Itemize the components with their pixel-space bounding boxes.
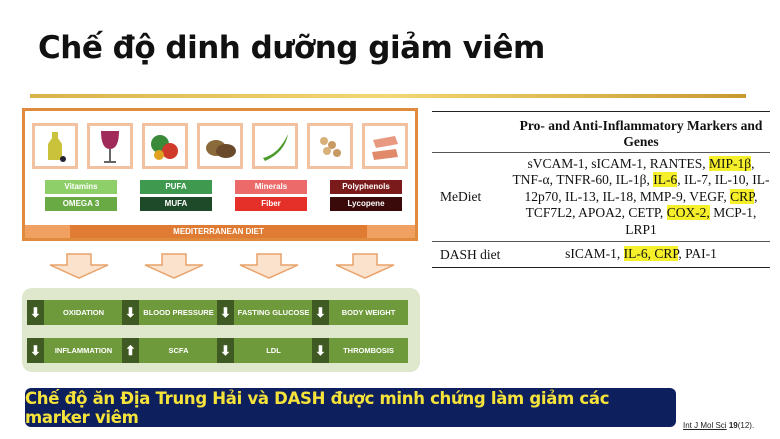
mediterranean-banner: MEDITERRANEAN DIET (25, 225, 415, 238)
markers-list: sICAM-1, IL-6, CRP, PAI-1 (512, 246, 770, 263)
bread-image (197, 123, 243, 169)
vegetables-image (142, 123, 188, 169)
highlighted-marker: IL-6 (653, 172, 678, 188)
down-arrow-icon (49, 253, 109, 279)
caption-banner: Chế độ ăn Địa Trung Hải và DASH được min… (25, 388, 676, 427)
effect-label: INFLAMMATION (54, 346, 113, 355)
arrow-down-icon: ⬇ (122, 300, 139, 325)
fish-image (362, 123, 408, 169)
green-pea-image (252, 123, 298, 169)
nutrient-label: Lycopene (330, 197, 402, 211)
nutrient-label: PUFA (140, 180, 212, 194)
highlighted-marker: IL-6, CRP (623, 246, 679, 262)
down-arrow-icon (144, 253, 204, 279)
arrow-down-icon: ⬇ (312, 300, 329, 325)
title-divider (30, 94, 746, 98)
effect-item: ⬇ INFLAMMATION (27, 338, 123, 363)
red-wine-image (87, 123, 133, 169)
green-pea-icon (263, 134, 288, 161)
nutrient-label: Fiber (235, 197, 307, 211)
markers-table: Pro- and Anti-Inflammatory Markers and G… (432, 111, 770, 268)
effect-label: LDL (266, 346, 281, 355)
bread-icon (206, 140, 236, 158)
markers-list: sVCAM-1, sICAM-1, RANTES, MIP-1β, TNF-α,… (512, 155, 770, 239)
down-arrow-icon (239, 253, 299, 279)
fish-icon (372, 136, 398, 160)
table-row: DASH diet sICAM-1, IL-6, CRP, PAI-1 (432, 242, 770, 268)
olive-oil-icon (48, 132, 66, 162)
effect-label: SCFA (168, 346, 189, 355)
arrow-down-icon: ⬇ (312, 338, 329, 363)
effect-label: THROMBOSIS (343, 346, 394, 355)
marker-text: MCP-1, LRP1 (625, 205, 757, 237)
marker-text: sVCAM-1, sICAM-1, RANTES, (527, 155, 709, 171)
effect-label: BLOOD PRESSURE (143, 308, 214, 317)
citation-issue: (12). (737, 421, 755, 430)
arrow-up-icon: ⬆ (122, 338, 139, 363)
table-header-label: Pro- and Anti-Inflammatory Markers and G… (519, 118, 763, 149)
diet-name: DASH diet (440, 246, 501, 262)
effect-item: ⬇FASTING GLUCOSE (217, 300, 313, 325)
highlighted-marker: COX-2, (666, 205, 710, 221)
arrow-down-icon: ⬇ (27, 300, 44, 325)
marker-text: , TCF7L2, APOA2, CETP, (525, 188, 758, 221)
marker-text: , TNF-α, TNFR-60, IL-1β, (512, 155, 755, 188)
effect-item: ⬇ THROMBOSIS (312, 338, 408, 363)
effect-item: ⬇ LDL (217, 338, 313, 363)
arrow-down-icon: ⬇ (217, 338, 234, 363)
highlighted-marker: MIP-1β (709, 155, 752, 171)
nutrient-label: Minerals (235, 180, 307, 194)
arrow-down-icon: ⬇ (217, 300, 234, 325)
effects-panel: ⬇OXIDATION⬇BLOOD PRESSURE⬇FASTING GLUCOS… (22, 288, 420, 372)
highlighted-marker: CRP (730, 188, 755, 204)
vegetables-icon (151, 135, 178, 160)
effect-label: BODY WEIGHT (341, 308, 396, 317)
down-arrow-icon (335, 253, 395, 279)
banner-label: MEDITERRANEAN DIET (70, 225, 367, 238)
citation-journal[interactable]: Int J Mol Sci (683, 421, 727, 430)
nuts-icon (320, 137, 341, 157)
nuts-image (307, 123, 353, 169)
marker-text: , PAI-1 (678, 246, 717, 262)
effect-label: OXIDATION (62, 308, 105, 317)
nutrient-label: Polyphenols (330, 180, 402, 194)
effect-item: ⬇ OXIDATION (27, 300, 123, 325)
effect-item: ⬇ BLOOD PRESSURE (122, 300, 218, 325)
marker-text: sICAM-1, (565, 246, 624, 262)
citation-volume: 19 (728, 421, 738, 430)
nutrient-label: Vitamins (45, 180, 117, 194)
red-wine-icon (101, 131, 119, 163)
citation: Int J Mol Sci 19(12). (683, 421, 754, 430)
nutrient-label: OMEGA 3 (45, 197, 117, 211)
nutrient-label: MUFA (140, 197, 212, 211)
diet-name: MeDiet (440, 189, 482, 204)
effect-item: ⬆ SCFA (122, 338, 218, 363)
effect-label: FASTING GLUCOSE (237, 308, 310, 317)
arrow-down-icon: ⬇ (27, 338, 44, 363)
marker-text: , IL-7, IL-10, IL-12p70, IL-13, IL-18, M… (524, 172, 770, 204)
page-title: Chế độ dinh dưỡng giảm viêm (38, 30, 545, 66)
effect-item: ⬇ BODY WEIGHT (312, 300, 408, 325)
table-header: Pro- and Anti-Inflammatory Markers and G… (432, 111, 770, 153)
olive-oil-image (32, 123, 78, 169)
